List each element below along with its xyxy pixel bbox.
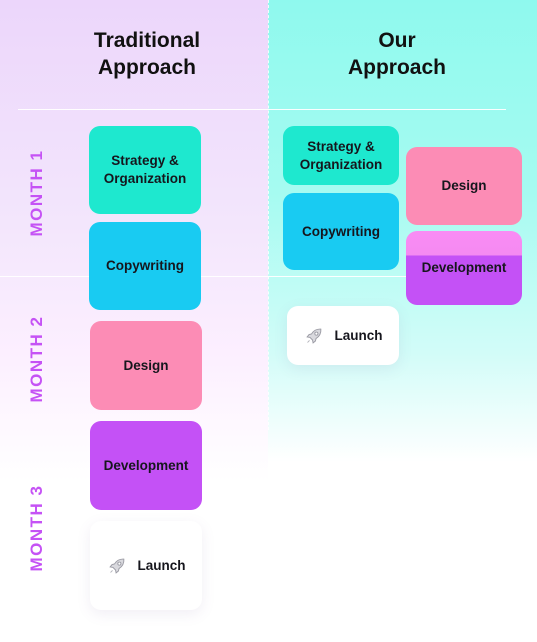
our-development-label: Development	[421, 260, 507, 275]
traditional-strategy-card: Strategy & Organization	[89, 126, 201, 214]
rocket-icon	[306, 328, 322, 344]
traditional-copywriting-card: Copywriting	[89, 222, 201, 310]
header-divider	[18, 109, 506, 110]
rocket-icon	[109, 558, 125, 574]
our-launch-label: Launch	[334, 327, 383, 343]
month-divider	[0, 276, 510, 277]
our-launch-card: Launch	[287, 306, 399, 365]
our-strategy-card: Strategy & Organization	[283, 126, 399, 185]
column-divider	[268, 0, 269, 430]
month-2-label: MONTH 2	[27, 315, 46, 403]
traditional-launch-card: Launch	[90, 521, 202, 610]
month-3-label: MONTH 3	[27, 484, 46, 572]
our-development-card: Development	[406, 231, 522, 305]
our-approach-title: Our Approach	[347, 29, 446, 79]
traditional-design-card: Design	[90, 321, 202, 410]
our-copywriting-card: Copywriting	[283, 193, 399, 270]
traditional-development-card: Development	[90, 421, 202, 510]
month-1-label: MONTH 1	[27, 149, 46, 237]
our-design-card: Design	[406, 147, 522, 225]
traditional-approach-title: Traditional Approach	[93, 29, 201, 79]
traditional-launch-label: Launch	[137, 557, 186, 573]
